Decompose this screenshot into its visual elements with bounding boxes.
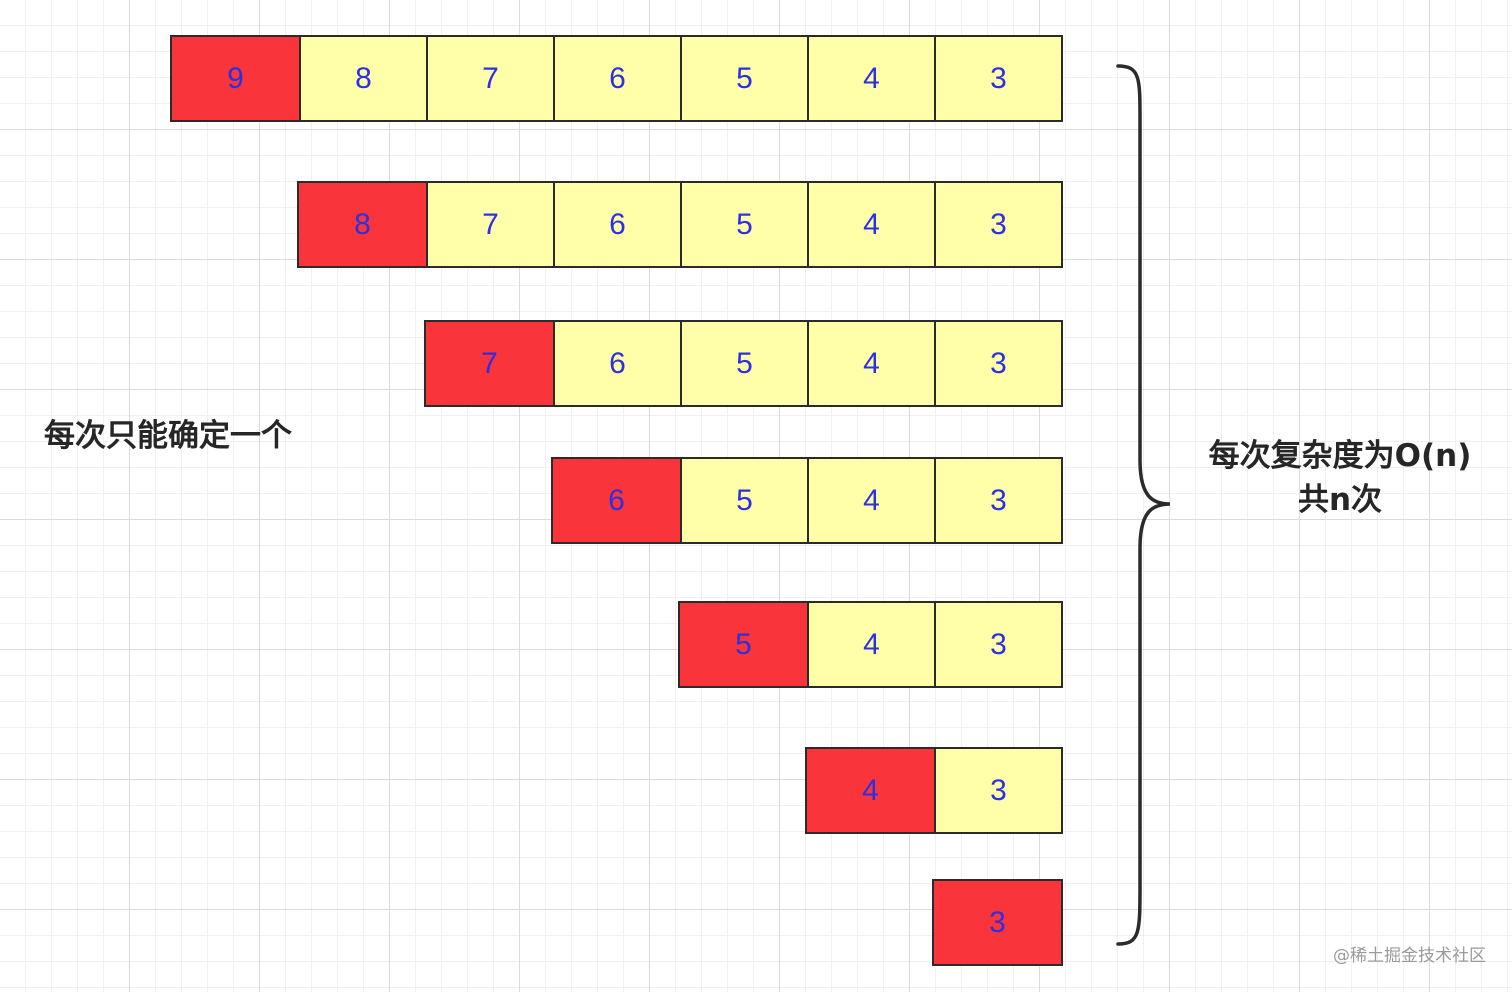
curly-brace-icon [1116,64,1171,946]
array-cell: 3 [934,459,1061,542]
array-cell: 6 [553,322,680,405]
count-line: 共n次 [1297,482,1383,518]
array-cell: 4 [807,37,934,120]
array-cell: 4 [807,459,934,542]
array-cell: 5 [680,322,807,405]
fixed-cell: 4 [807,749,934,832]
array-cell: 4 [807,603,934,686]
fixed-cell: 8 [299,183,426,266]
complexity-line: 每次复杂度为O(n) [1208,438,1472,474]
array-row: 3 [932,879,1063,966]
fixed-cell: 6 [553,459,680,542]
array-cell: 7 [426,183,553,266]
watermark: @稀土掘金技术社区 [1333,946,1486,966]
array-cell: 5 [680,183,807,266]
array-cell: 4 [807,322,934,405]
array-cell: 5 [680,459,807,542]
array-cell: 3 [934,603,1061,686]
fixed-cell: 9 [172,37,299,120]
array-cell: 3 [934,37,1061,120]
fixed-cell: 3 [934,881,1061,964]
array-cell: 3 [934,183,1061,266]
array-cell: 6 [553,183,680,266]
array-cell: 6 [553,37,680,120]
left-annotation: 每次只能确定一个 [44,418,292,454]
fixed-cell: 7 [426,322,553,405]
right-annotation: 每次复杂度为O(n) 共n次 [1195,434,1485,522]
array-cell: 4 [807,183,934,266]
array-cell: 5 [680,37,807,120]
array-cell: 8 [299,37,426,120]
array-cell: 3 [934,749,1061,832]
array-cell: 3 [934,322,1061,405]
fixed-cell: 5 [680,603,807,686]
array-cell: 7 [426,37,553,120]
